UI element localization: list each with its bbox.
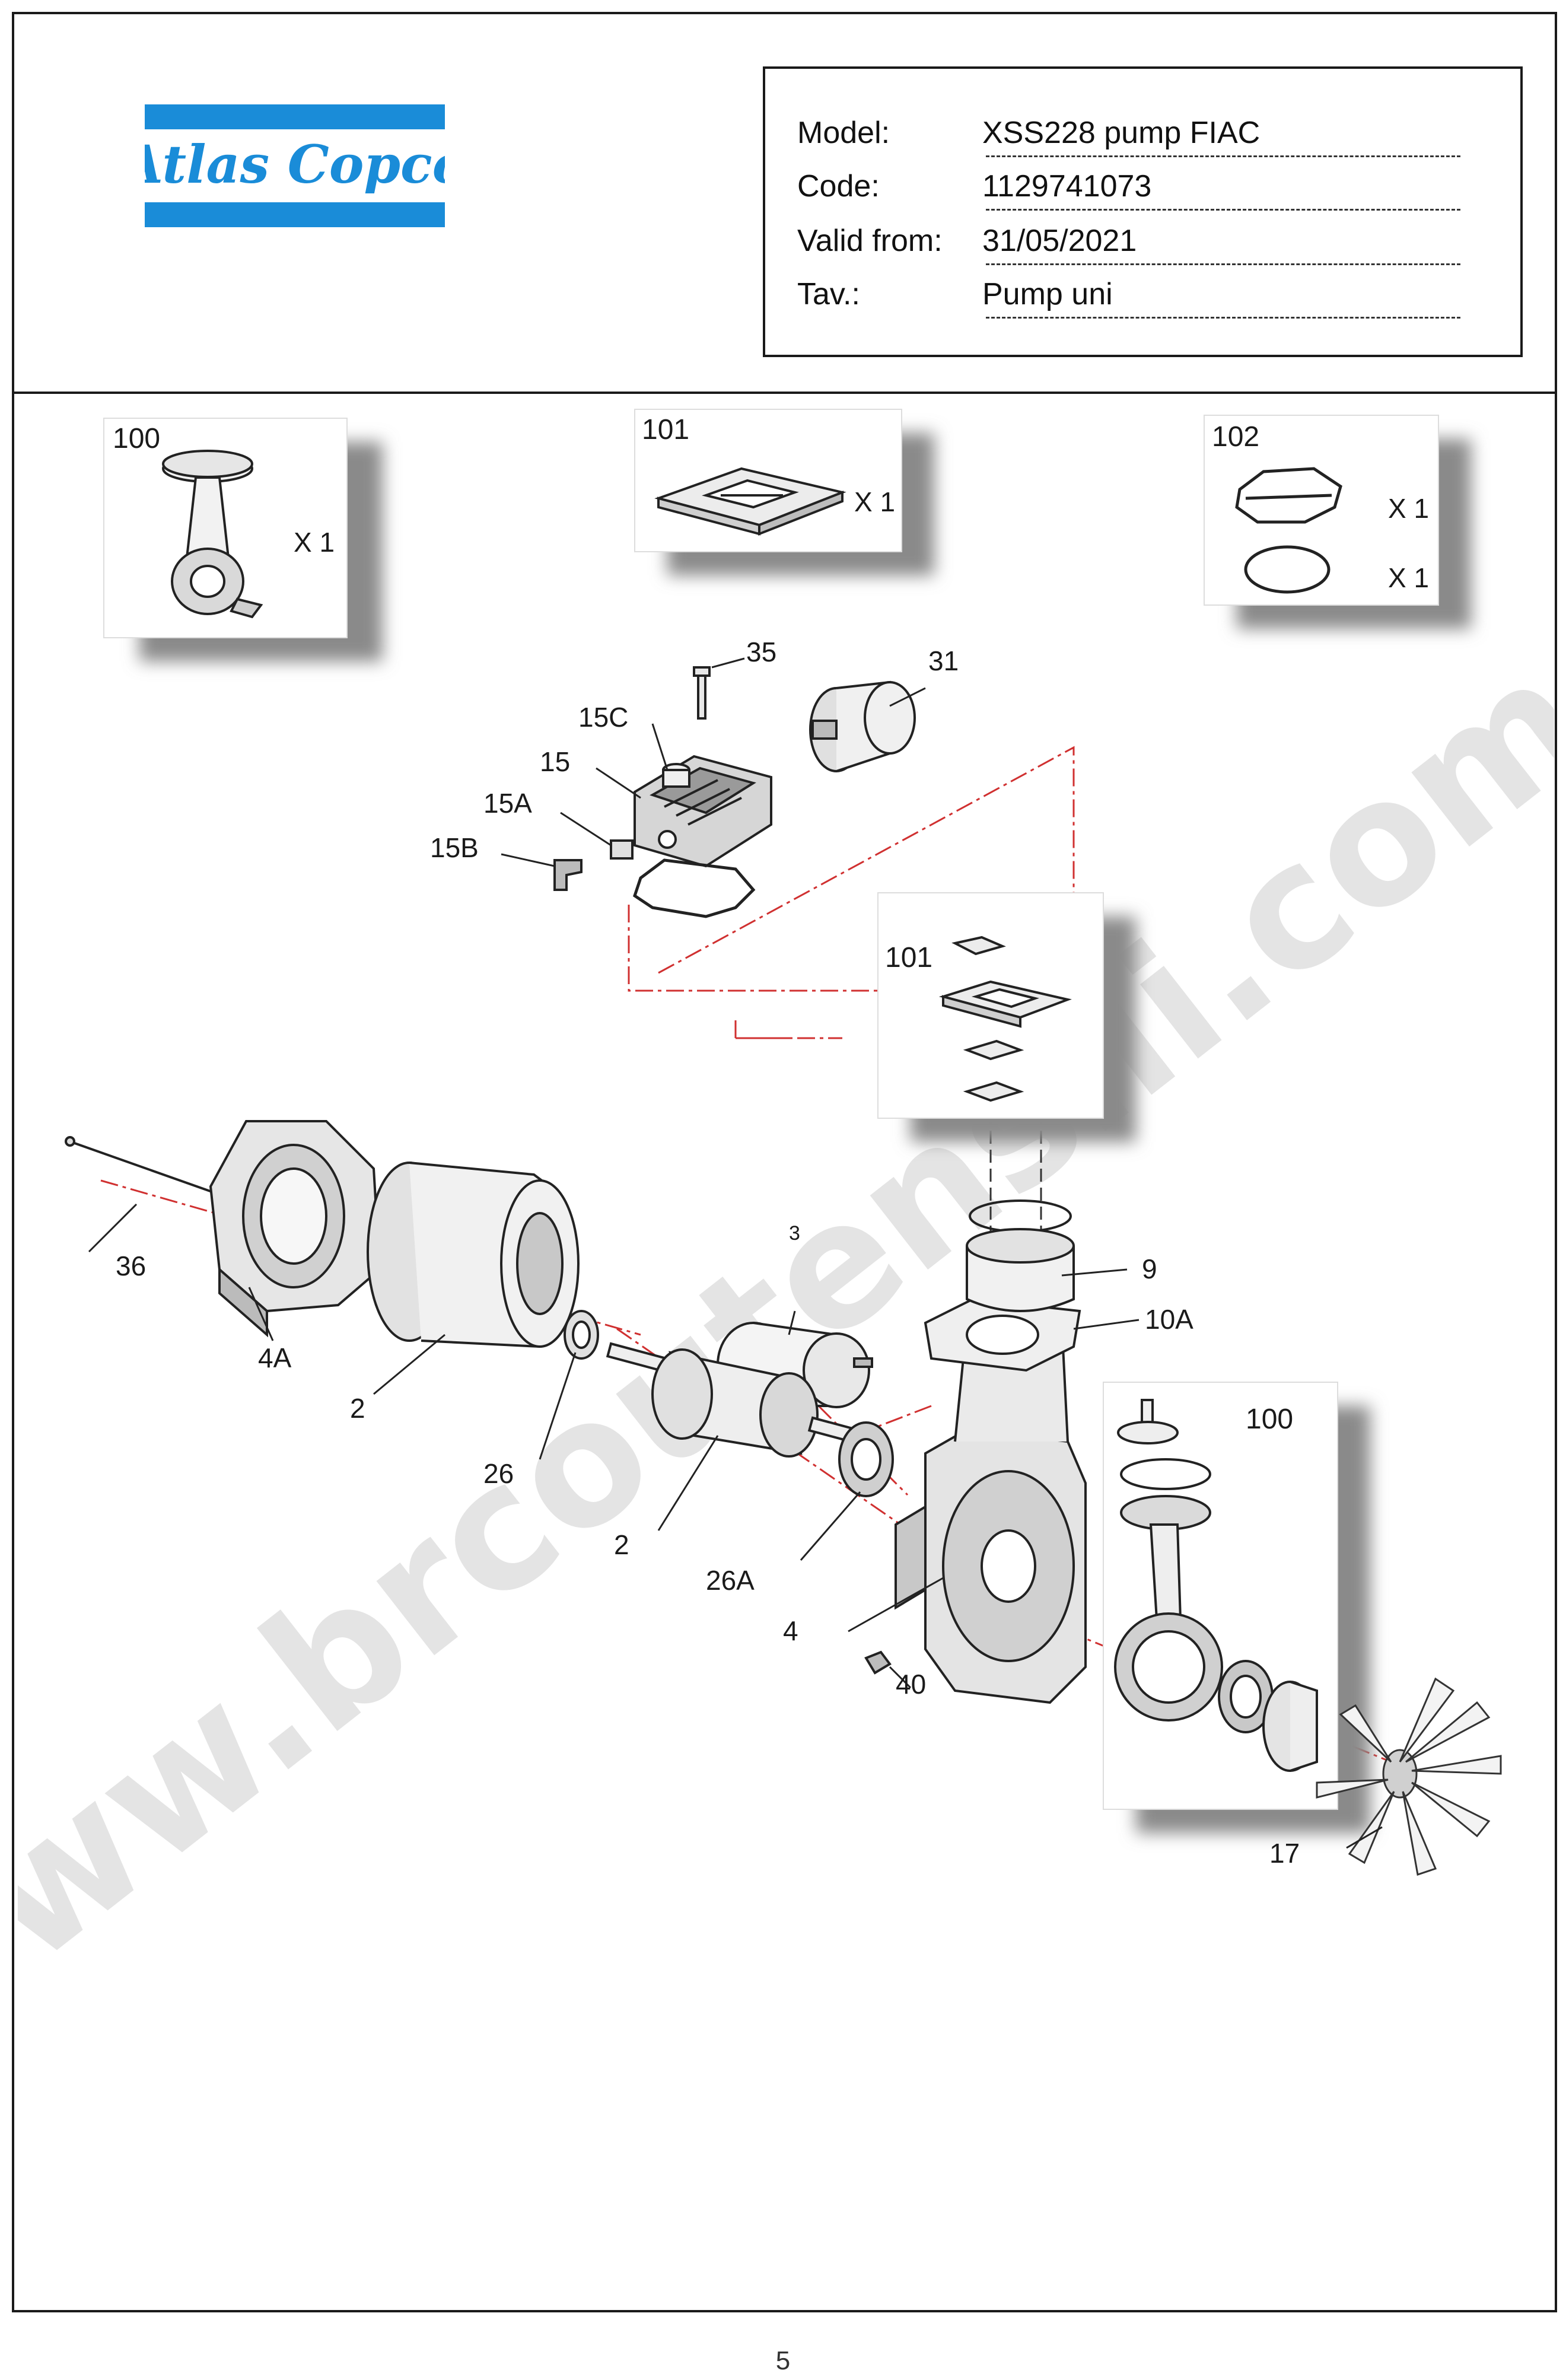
inset-100-connecting-rod-exploded: 100: [1103, 1382, 1370, 1833]
head-gasket-icon: [633, 858, 756, 918]
code-value: 1129741073: [982, 169, 1152, 203]
inset-102-qty-1: X 1: [1388, 493, 1429, 524]
callout-10a: 10A: [1145, 1304, 1193, 1335]
valve-plate-icon: [654, 467, 846, 536]
inset-100-label: 100: [113, 423, 160, 454]
capacitor-3-icon: [717, 1322, 873, 1408]
inset-100-qty: X 1: [294, 527, 335, 558]
o-ring-icon: [1244, 545, 1331, 594]
valid-from-value: 31/05/2021: [982, 224, 1137, 258]
callout-17: 17: [1269, 1838, 1300, 1869]
page-number: 5: [775, 2346, 791, 2375]
stator-2-icon: [367, 1162, 580, 1348]
atlas-copco-logo: Atlas Copco: [145, 104, 445, 227]
inset-102-gasket-kit: 102 X 1 X 1: [1204, 415, 1471, 629]
inset-101-valve-plate-kit: 101 X 1: [634, 409, 934, 575]
code-label: Code:: [797, 169, 880, 203]
air-filter-31-icon: [809, 680, 916, 772]
callout-40: 40: [896, 1669, 926, 1700]
flange-gasket-10a-icon: [924, 1297, 1081, 1372]
tav-label: Tav.:: [797, 277, 860, 311]
tav-value: Pump uni: [982, 277, 1113, 311]
cylinder-head-15-icon: [634, 755, 772, 868]
elbow-15b-icon: [553, 859, 583, 891]
callout-2-stator: 2: [350, 1393, 365, 1424]
end-cover-4a-icon: [209, 1120, 381, 1338]
callout-15: 15: [540, 746, 570, 777]
code-underline: [986, 209, 1460, 211]
gasket-icon: [1235, 467, 1342, 524]
callout-35: 35: [746, 637, 776, 667]
callout-3: 3: [789, 1222, 800, 1245]
valid-from-label: Valid from:: [797, 224, 943, 258]
tie-rod-36-icon: [65, 1136, 214, 1194]
callout-15b: 15B: [430, 832, 479, 863]
connecting-rod-icon: [162, 450, 263, 619]
callout-31: 31: [928, 645, 959, 676]
inset-102-label: 102: [1212, 421, 1259, 453]
callout-26a: 26A: [706, 1565, 755, 1596]
inset-100-connecting-rod-kit: 100 X 1: [103, 418, 383, 661]
model-value: XSS228 pump FIAC: [982, 116, 1261, 150]
screw-35-icon: [693, 666, 711, 720]
inset-101-valve-plate-exploded: 101: [877, 892, 1136, 1142]
inset-101-qty: X 1: [854, 486, 895, 517]
bearing-26-icon: [564, 1310, 599, 1360]
callout-36: 36: [116, 1251, 146, 1281]
model-info-box: Model: XSS228 pump FIAC Code: 1129741073…: [763, 66, 1523, 357]
callout-leader-lines: [88, 657, 1383, 1849]
callout-15a: 15A: [483, 788, 532, 819]
header-divider: [12, 392, 1557, 394]
callout-9: 9: [1142, 1253, 1157, 1284]
tav-underline: [986, 317, 1460, 319]
bearing-26a-icon: [838, 1421, 894, 1497]
page-frame: [12, 12, 1557, 2312]
model-underline: [986, 155, 1460, 157]
callout-4: 4: [783, 1615, 798, 1646]
callout-15c: 15C: [578, 702, 628, 733]
plug-15c-icon: [662, 763, 690, 788]
inset-102-qty-2: X 1: [1388, 562, 1429, 593]
nut-40-icon: [864, 1650, 892, 1675]
fitting-15a-icon: [610, 839, 634, 860]
inset-100b-label: 100: [1246, 1404, 1293, 1435]
inset-101-label: 101: [642, 414, 689, 446]
model-label: Model:: [797, 116, 890, 150]
crankcase-4-icon: [895, 1322, 1087, 1704]
logo-band-top: [145, 104, 445, 129]
valve-plate-exploded-icon: [938, 936, 1072, 1102]
rotor-shaft-2-icon: [606, 1342, 872, 1458]
cylinder-9-icon: [966, 1199, 1075, 1312]
callout-4a: 4A: [258, 1342, 292, 1373]
callout-26: 26: [483, 1458, 514, 1489]
valid-from-underline: [986, 263, 1460, 265]
callout-2-rotor: 2: [614, 1529, 629, 1560]
piston-conrod-exploded-icon: [1114, 1399, 1318, 1772]
cooling-fan-17-icon: [1316, 1677, 1502, 1876]
logo-text: Atlas Copco: [145, 133, 445, 195]
inset-101b-label: 101: [885, 942, 932, 973]
logo-band-bottom: [145, 202, 445, 227]
exploded-view-drawing: www.brcoutensili.com 100 X 1 101 X 1: [18, 409, 1554, 2099]
